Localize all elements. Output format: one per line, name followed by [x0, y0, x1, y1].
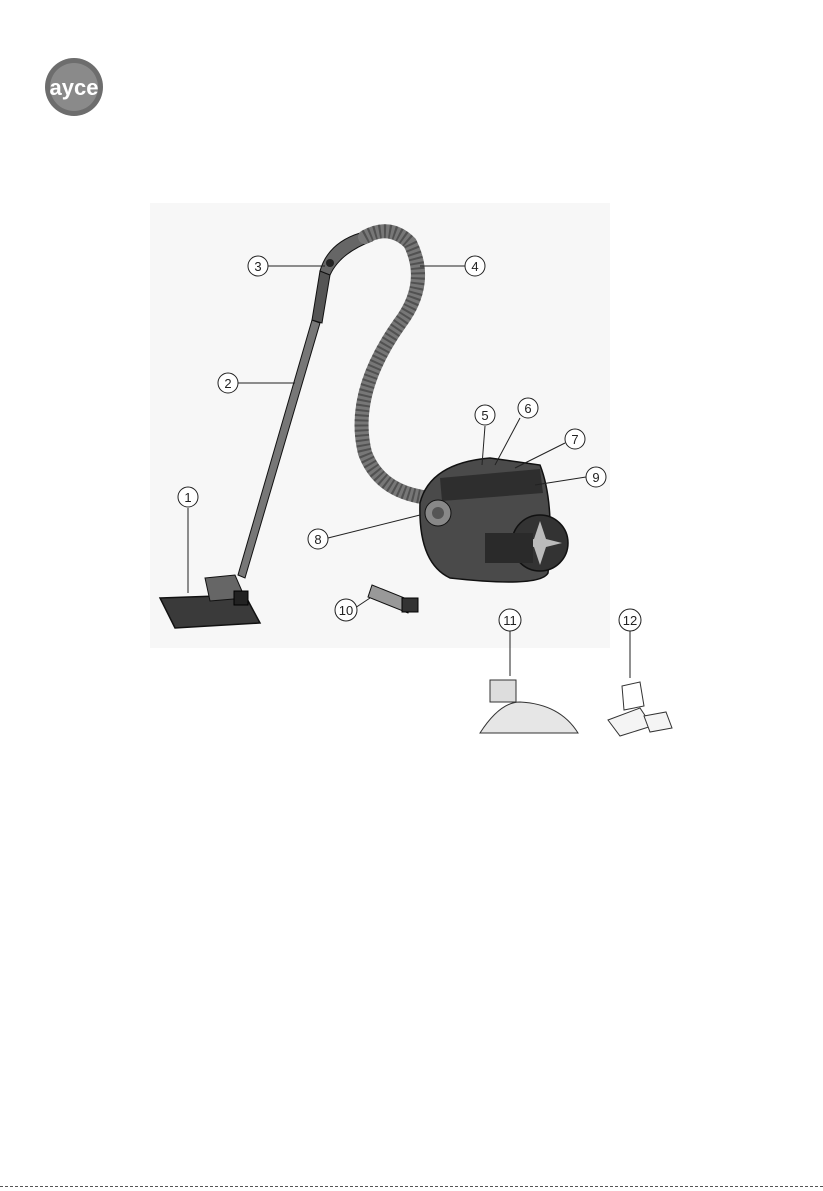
- svg-text:4: 4: [471, 259, 478, 274]
- svg-text:8: 8: [314, 532, 321, 547]
- svg-text:5: 5: [481, 408, 488, 423]
- page-bottom-border: [0, 1186, 823, 1187]
- svg-text:6: 6: [524, 401, 531, 416]
- svg-text:3: 3: [254, 259, 261, 274]
- svg-text:2: 2: [224, 376, 231, 391]
- vacuum-cleaner-diagram: 1 2 3 4 5 6 7 8 9 10: [150, 203, 610, 648]
- svg-text:1: 1: [184, 490, 191, 505]
- svg-text:9: 9: [592, 470, 599, 485]
- svg-text:7: 7: [571, 432, 578, 447]
- dusting-brush: 12: [600, 608, 690, 744]
- svg-text:10: 10: [339, 603, 353, 618]
- upholstery-tool: 11: [470, 608, 590, 744]
- ayce-logo: ayce: [24, 57, 124, 117]
- callout-11-label: 11: [503, 613, 517, 628]
- callout-12-label: 12: [623, 613, 637, 628]
- logo-text: ayce: [50, 75, 99, 100]
